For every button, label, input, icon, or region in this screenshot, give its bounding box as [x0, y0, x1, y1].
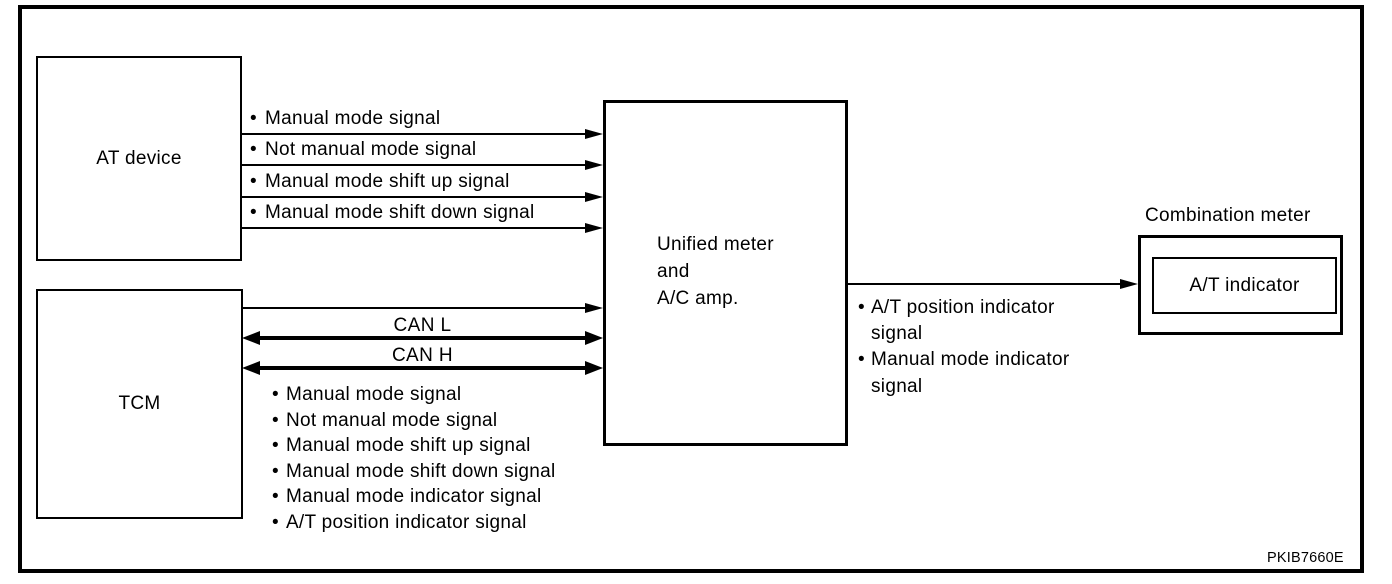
- combination-meter-box: A/T indicator: [1138, 235, 1343, 335]
- signal-label: Manual mode shift up signal: [250, 172, 510, 192]
- arrow-line: [259, 336, 585, 340]
- arrowhead-right-icon: [585, 223, 603, 233]
- unified-meter-box: Unified meter and A/C amp.: [603, 100, 848, 446]
- arrowhead-right-icon: [585, 160, 603, 170]
- can-h-label: CAN H: [391, 345, 454, 366]
- arrow-line: [242, 227, 585, 229]
- arrowhead-right-icon: [585, 303, 603, 313]
- signal-label: Not manual mode signal: [272, 408, 556, 434]
- arrow-line: [242, 133, 585, 135]
- output-signal-list: A/T position indicator signal Manual mod…: [858, 295, 1069, 400]
- signal-label: A/T position indicator signal: [272, 510, 556, 536]
- arrowhead-left-icon: [242, 331, 260, 345]
- signal-label: A/T position indicator: [858, 295, 1069, 321]
- combination-meter-title: Combination meter: [1145, 205, 1311, 226]
- arrow-line: [242, 164, 585, 166]
- arrowhead-right-icon: [585, 361, 603, 375]
- tcm-label: TCM: [118, 393, 161, 414]
- at-device-label: AT device: [96, 147, 182, 169]
- arrow-line: [242, 196, 585, 198]
- signal-label: Manual mode signal: [250, 109, 440, 129]
- figure-code: PKIB7660E: [1267, 550, 1344, 566]
- arrowhead-right-icon: [585, 331, 603, 345]
- unified-meter-label-line: and: [657, 261, 690, 282]
- signal-label: Manual mode shift down signal: [272, 459, 556, 485]
- signal-label: Manual mode shift up signal: [272, 433, 556, 459]
- tcm-signal-list: Manual mode signal Not manual mode signa…: [272, 382, 556, 536]
- can-l-label: CAN L: [393, 315, 452, 336]
- signal-label: Not manual mode signal: [250, 140, 476, 160]
- signal-label: Manual mode signal: [272, 382, 556, 408]
- diagram-frame: [18, 5, 1364, 573]
- at-device-box: AT device: [36, 56, 242, 261]
- signal-label: Manual mode indicator: [858, 347, 1069, 373]
- arrow-line: [259, 366, 585, 370]
- arrowhead-right-icon: [585, 192, 603, 202]
- at-indicator-label: A/T indicator: [1189, 274, 1300, 296]
- arrow-line: [848, 283, 1120, 285]
- signal-label-wrap: signal: [871, 375, 923, 397]
- unified-meter-label-line: A/C amp.: [657, 288, 739, 309]
- arrowhead-right-icon: [1120, 279, 1138, 289]
- signal-label-wrap: signal: [871, 323, 923, 345]
- unified-meter-label-line: Unified meter: [657, 234, 774, 255]
- arrow-line: [242, 307, 585, 309]
- at-indicator-box: A/T indicator: [1152, 257, 1337, 314]
- arrowhead-right-icon: [585, 129, 603, 139]
- arrowhead-left-icon: [242, 361, 260, 375]
- unified-meter-label: Unified meter and A/C amp.: [657, 231, 774, 312]
- signal-label: Manual mode indicator signal: [272, 484, 556, 510]
- tcm-box: TCM: [36, 289, 243, 519]
- signal-label: Manual mode shift down signal: [250, 203, 535, 223]
